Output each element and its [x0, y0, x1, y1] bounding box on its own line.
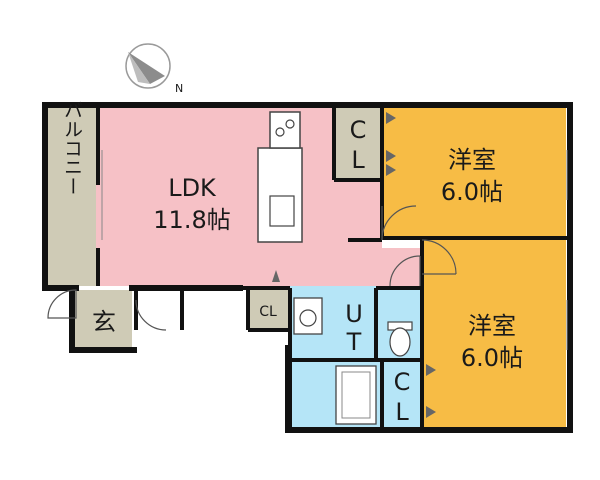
- sink-icon: [269, 195, 295, 227]
- closet-small: [248, 286, 288, 330]
- entrance: [70, 290, 132, 348]
- closet-upper-c: C: [350, 116, 367, 144]
- bedroom-lower-name: 洋室: [468, 312, 516, 340]
- compass-north-label: N: [175, 82, 183, 95]
- interior-walls: [96, 108, 570, 430]
- bedroom-upper-name: 洋室: [448, 146, 496, 174]
- balcony-label: バルコニー: [61, 101, 83, 196]
- toilet-icon: [387, 321, 413, 357]
- bedroom-lower-size: 6.0帖: [461, 344, 523, 372]
- utility-u: U: [345, 300, 363, 328]
- closet-lower-c: C: [394, 368, 411, 396]
- north-compass: [125, 43, 171, 89]
- utility-t: T: [346, 328, 362, 356]
- entrance-label: 玄: [92, 308, 116, 336]
- bathtub-icon: [335, 365, 377, 425]
- bedroom-upper-size: 6.0帖: [441, 178, 503, 206]
- closet-small-label: CL: [259, 304, 277, 320]
- ldk-name: LDK: [168, 174, 217, 202]
- ldk-corridor: [96, 248, 422, 286]
- door-swings: [47, 205, 457, 331]
- closet-upper-l: L: [351, 146, 365, 174]
- washbasin-icon: [293, 297, 323, 335]
- windows: [101, 150, 568, 350]
- bedroom-lower: [422, 238, 566, 428]
- bedroom-upper: [382, 108, 566, 238]
- closet-lower-l: L: [395, 398, 409, 426]
- compass-needle-icon: [128, 52, 165, 84]
- closet-upper: [334, 108, 382, 178]
- front-door-swing-icon: [47, 289, 77, 319]
- ldk-size: 11.8帖: [153, 206, 230, 234]
- kitchen-counter: [257, 111, 303, 243]
- closet-door-markers: [272, 112, 436, 418]
- stove-icon: [269, 111, 301, 149]
- balcony: [48, 108, 96, 286]
